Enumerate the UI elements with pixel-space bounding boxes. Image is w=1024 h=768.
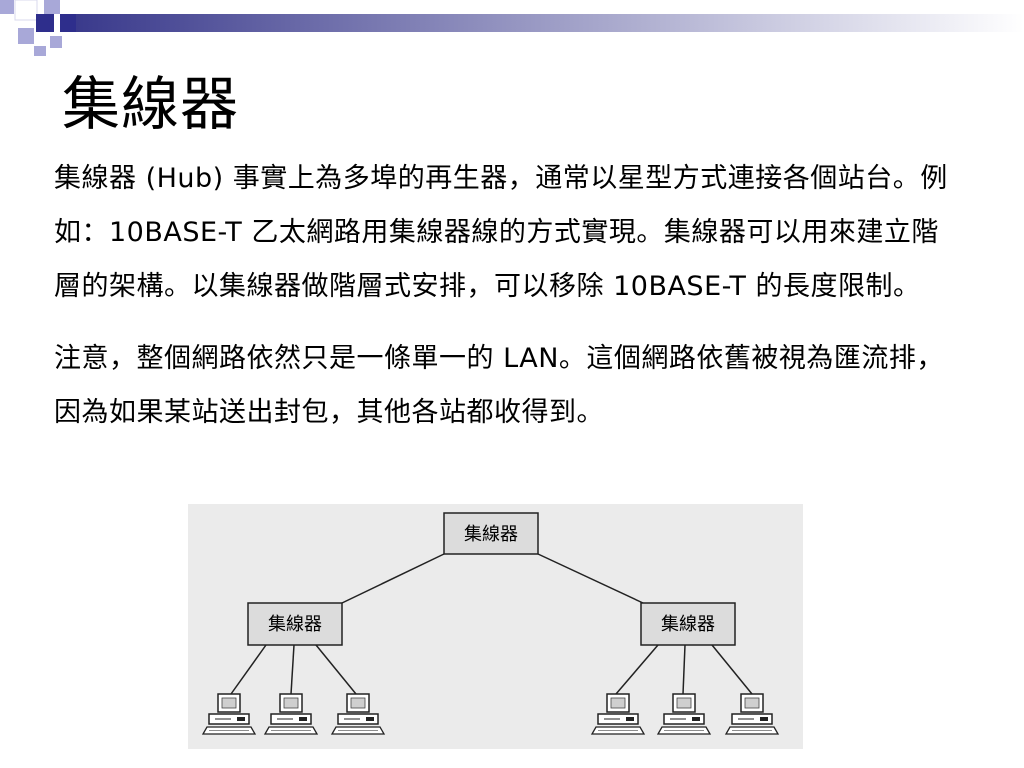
- decoration-square: [36, 14, 54, 32]
- station-computer-icon: [725, 693, 779, 735]
- hub-right: 集線器: [640, 602, 736, 646]
- decoration-square: [0, 0, 14, 14]
- station-computer-icon: [331, 693, 385, 735]
- decoration-square: [60, 14, 76, 32]
- decoration-square: [34, 46, 46, 56]
- station-computer-icon: [591, 693, 645, 735]
- decoration-square: [18, 28, 34, 44]
- link-left-station-2: [290, 644, 295, 695]
- link-root-left: [341, 553, 445, 604]
- decoration-square: [44, 0, 60, 14]
- hub-label: 集線器: [268, 614, 322, 635]
- decoration-square: [50, 36, 62, 48]
- slide-body: 集線器 (Hub) 事實上為多埠的再生器，通常以星型方式連接各個站台。例如：10…: [54, 152, 954, 458]
- link-left-station-1: [230, 644, 267, 695]
- station-computer-icon: [264, 693, 318, 735]
- link-left-station-3: [315, 644, 357, 695]
- link-root-right: [537, 553, 644, 604]
- title-decoration: [0, 0, 1024, 56]
- link-right-station-1: [615, 644, 659, 695]
- station-computer-icon: [657, 693, 711, 735]
- decoration-bar: [76, 14, 1024, 32]
- connection-lines: [230, 553, 753, 695]
- hub-hierarchy-diagram: 集線器 集線器 集線器: [188, 504, 803, 749]
- hub-root: 集線器: [443, 512, 539, 555]
- station-computer-icon: [202, 693, 256, 735]
- paragraph-lan-note: 注意，整個網路依然只是一條單一的 LAN。這個網路依舊被視為匯流排，因為如果某站…: [54, 343, 944, 428]
- decoration-square: [14, 0, 38, 21]
- slide-title: 集線器: [62, 70, 240, 138]
- link-right-station-3: [711, 644, 753, 695]
- hub-left: 集線器: [247, 602, 343, 646]
- link-right-station-2: [682, 644, 686, 695]
- hub-label: 集線器: [661, 614, 715, 635]
- paragraph-hub-description: 集線器 (Hub) 事實上為多埠的再生器，通常以星型方式連接各個站台。例如：10…: [54, 163, 948, 302]
- hub-label: 集線器: [464, 524, 518, 545]
